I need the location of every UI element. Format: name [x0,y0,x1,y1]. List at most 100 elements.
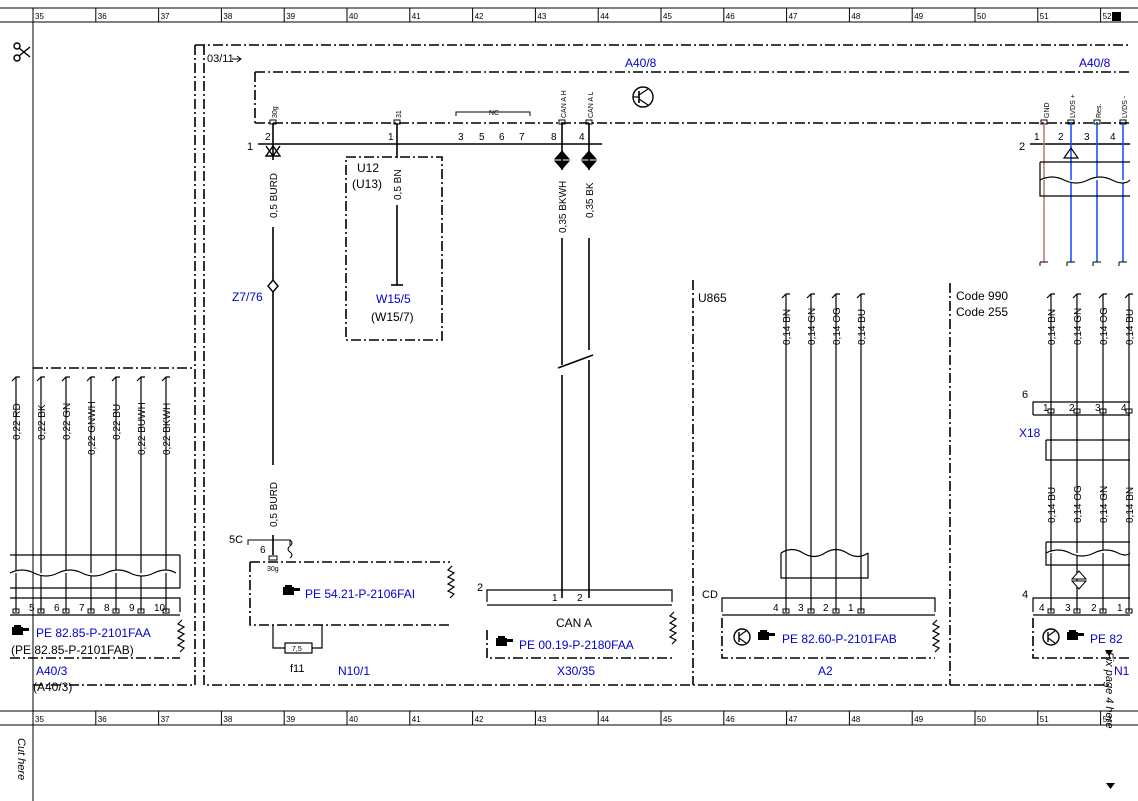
x30-35-component: X30/35 [557,664,595,678]
pin-label: 3 [1065,603,1071,614]
break-icon [1045,549,1131,557]
ruler-bottom [0,710,1138,726]
n10-1-component: N10/1 [338,664,370,678]
ruler-label-top: 46 [726,12,735,21]
pin-icon [12,608,20,614]
pin-label: 2 [1058,132,1064,143]
wire-end-icon [1066,261,1075,266]
code-990-label: Code 990 [956,289,1008,303]
break-icon [9,569,177,577]
wire-label: 0,35 BK [585,182,596,218]
pin-label: 3 [458,132,464,143]
component-a40-8-right: A40/8 [1079,56,1111,70]
ruler-label-bottom: 41 [412,715,421,724]
ruler-label-bottom: 43 [537,715,546,724]
cut-here-text: Cut here [15,738,27,780]
ruler-label-top: 36 [98,12,107,21]
nc-label: NC [489,110,499,117]
code-component: N1 [1114,664,1130,678]
transistor-icon [1042,628,1060,646]
ruler-label-top: 42 [475,12,484,21]
arrow-down-icon [265,145,281,158]
wire-label: 0,14 OG [832,307,843,345]
pin-icon [1073,408,1081,414]
wire-label: 0,22 BK [37,404,48,440]
pin-label: 2 [577,593,583,604]
nc-bracket [455,111,531,116]
signal-label: GND [1044,102,1051,118]
code-frame [1032,618,1130,659]
wire-label: 0,14 BU [1125,309,1136,345]
pin-label: 1 [552,593,558,604]
n10-1-ref: PE 54.21-P-2106FAI [305,587,415,601]
pin-label: 4 [773,603,779,614]
ruler-label-top: 38 [223,12,232,21]
ruler-label-top: 37 [161,12,170,21]
cable-sheath [10,554,181,589]
frames [33,44,1130,686]
x30-35-ref: PE 00.19-P-2180FAA [519,638,634,652]
section-label: 6 [1022,389,1028,401]
pin-icon [1047,408,1055,414]
pin-label: 10 [154,603,166,614]
pin-label: 8 [104,603,110,614]
pin-icon [807,608,815,614]
wire-labels: 0,5 BURD 0,5 BN 0,35 BKWH 0,35 BK 0,5 BU… [269,169,596,527]
wire-label: 0,14 GN [1099,486,1110,523]
wire-label: 0,5 BURD [269,173,280,218]
ruler-labels: 3535363637373838393940404141424243434444… [32,8,1112,725]
ruler-label-bottom: 52 [1103,715,1112,724]
splice-icon [267,278,279,294]
pin-icon [112,608,120,614]
ruler-label-bottom: 42 [475,715,484,724]
n10-1-frame [249,561,450,626]
pointing-hand-icon [758,630,775,640]
pin-label: 7 [79,603,85,614]
arrow-right-icon [232,55,242,63]
pin-label: 7 [519,132,525,143]
arrow-up-icon [1062,146,1080,159]
ruler-label-bottom: 50 [977,715,986,724]
ruler-label-bottom: 49 [914,715,923,724]
fuse-wire [272,625,323,649]
component-a40-8-left: A40/8 [625,56,657,70]
ruler-label-top: 41 [412,12,421,21]
pin-label: 6 [54,603,60,614]
signal-label: 30g [272,106,279,118]
pin-label: 3 [1095,403,1101,414]
break-icon [446,565,456,599]
wire-label: 0,22 RD [12,403,23,440]
bidirectional-arrow-icon [553,150,598,170]
date-ref: 03/11 [207,53,234,65]
pin-icon [832,608,840,614]
a40-3-component-alt: (A40/3) [33,680,72,694]
section-label: 2 [477,582,483,594]
signal-label: CAN A L [588,91,595,118]
pin-icon [857,608,865,614]
pin-label: 1 [388,132,394,143]
code-connector [1032,597,1130,616]
wire-label: 0,35 BKWH [558,181,569,233]
n10-1-connector [247,539,291,545]
pointing-hand-icon [496,636,513,646]
ruler-label-bottom: 40 [349,715,358,724]
ruler-label-bottom: 39 [286,715,295,724]
point-label: 1 [247,141,253,153]
ruler-label-bottom: 48 [851,715,860,724]
ruler-label-top: 35 [35,12,44,21]
a2-connector [721,597,936,616]
x30-35-connector [486,589,673,606]
w15-5-ref: W15/5 [376,292,411,306]
arrow-down-icon [1105,650,1113,656]
pin-label: 6 [499,132,505,143]
a40-3-ref-alt: (PE 82.85-P-2101FAB) [11,643,134,657]
wire-label: 0,22 BU [112,404,123,440]
fuse-name: f11 [290,663,304,675]
cable-sheath [1039,162,1130,197]
pin-label: 2 [1069,403,1075,414]
pin-icon [268,555,278,561]
